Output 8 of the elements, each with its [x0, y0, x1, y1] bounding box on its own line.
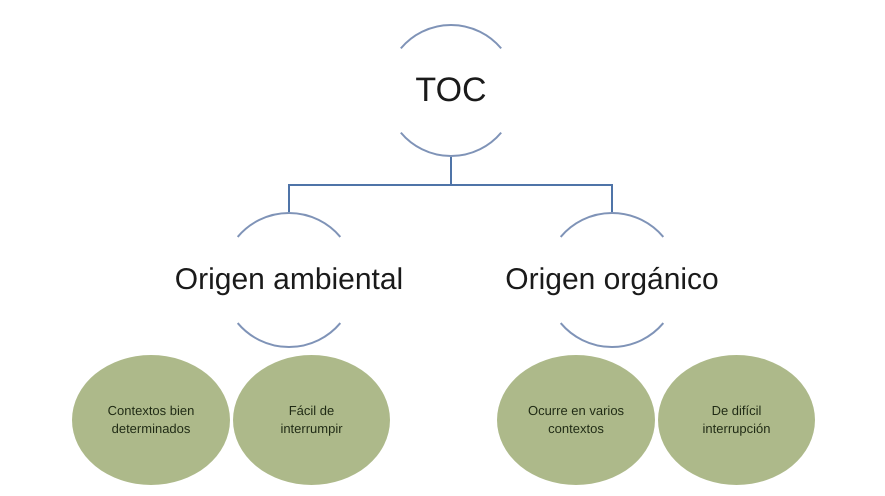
circle-text: Fácil de interrumpir	[279, 402, 344, 438]
circle-text: Contextos bien determinados	[106, 402, 196, 438]
heading-text: TOC	[415, 70, 487, 112]
circle-text: Ocurre en varios contextos	[526, 402, 626, 438]
heading-text: Origen orgánico	[505, 262, 719, 298]
connector-line	[450, 157, 613, 212]
heading-text: Origen ambiental	[174, 262, 404, 298]
circle-text: De difícil interrupción	[702, 402, 772, 438]
